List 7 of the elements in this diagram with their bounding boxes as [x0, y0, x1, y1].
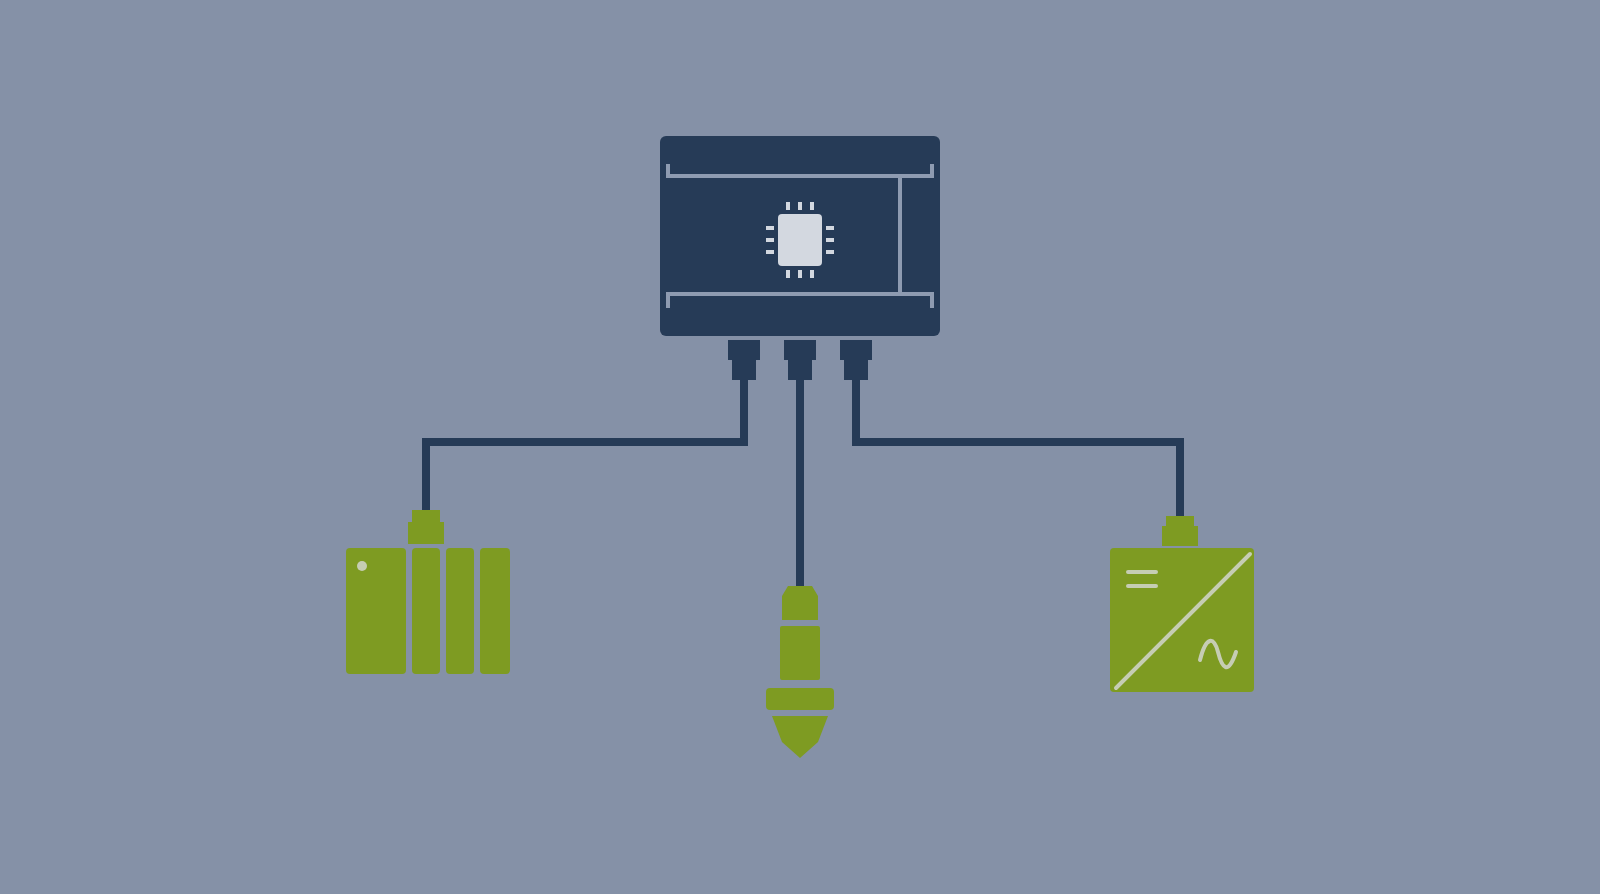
inverter-unit — [1110, 516, 1254, 692]
battery-pack — [346, 510, 510, 674]
wire — [852, 380, 1184, 516]
controller-unit — [660, 136, 940, 380]
wire — [422, 380, 748, 510]
sensor-probe — [766, 586, 834, 758]
wire — [796, 380, 804, 586]
